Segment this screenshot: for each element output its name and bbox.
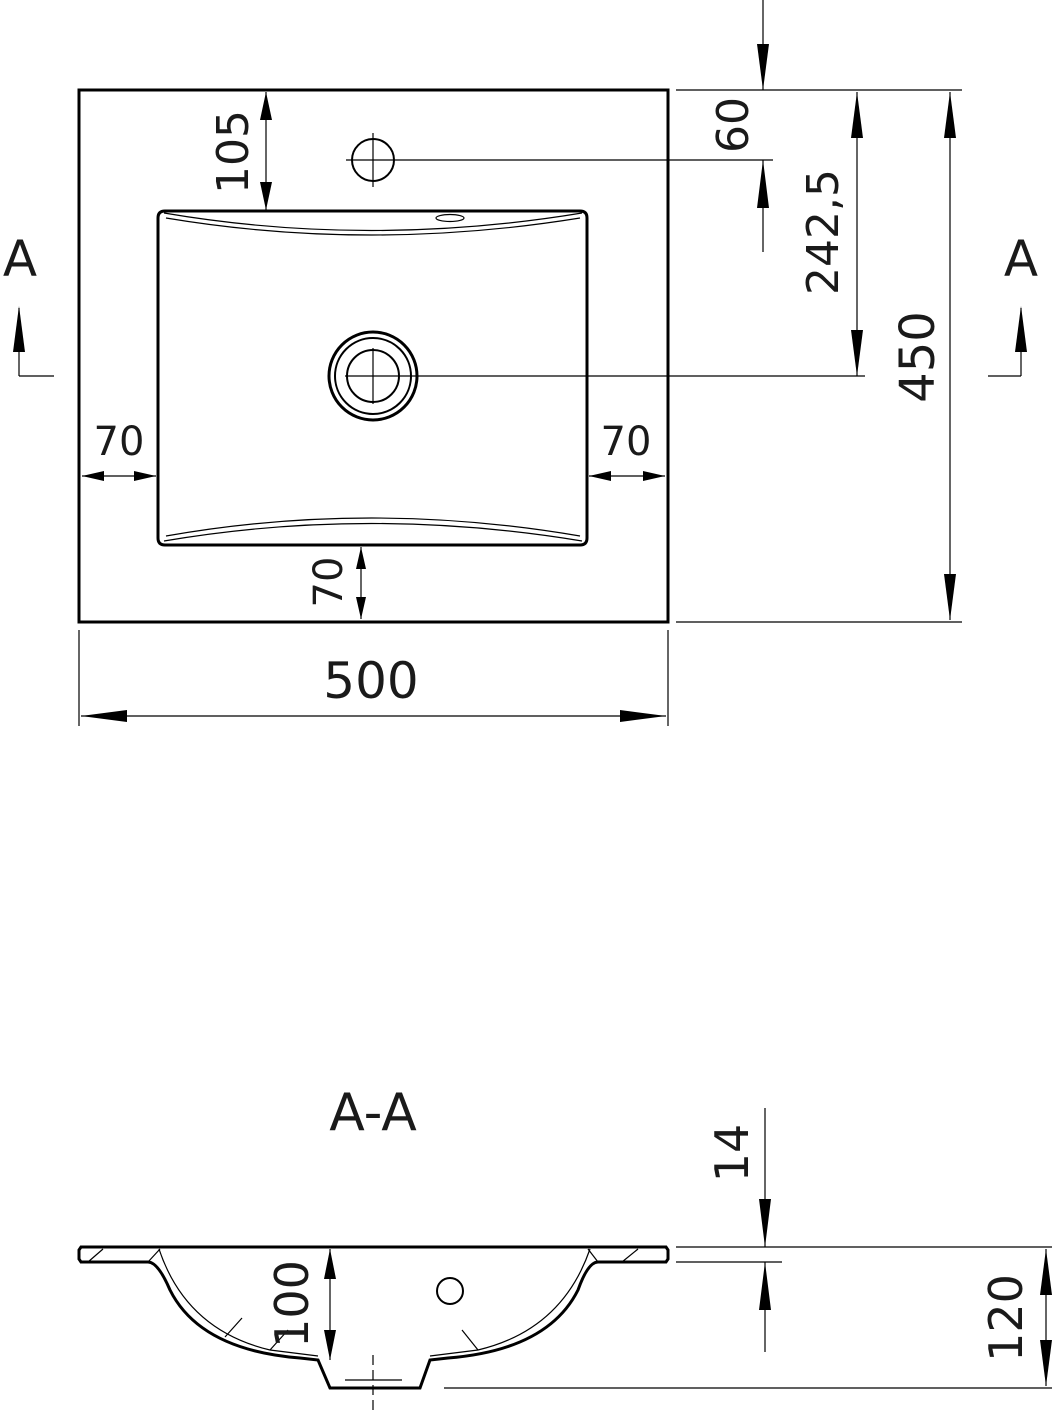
basin-outline: [77, 88, 670, 624]
dim-overall-depth-label: 450: [890, 311, 946, 403]
dim-left-rim: 70: [82, 419, 156, 481]
dim-right-rim: 70: [589, 419, 665, 481]
dim-front-rim: 70: [306, 547, 366, 619]
dim-overall-width: 500: [78, 630, 669, 726]
section-view: A-A 100: [77, 1083, 1052, 1412]
dim-overall-depth: 450: [676, 92, 962, 623]
dim-tap-offset: 60: [676, 0, 962, 252]
section-marker-right-label: A: [1004, 230, 1038, 288]
dim-rim-thickness: 14: [676, 1108, 1052, 1352]
section-marker-right: A: [988, 230, 1038, 377]
drain-hole: [327, 330, 865, 422]
dim-drain-offset-label: 242,5: [798, 169, 849, 295]
dim-left-rim-label: 70: [94, 419, 145, 465]
dim-rim-thickness-label: 14: [705, 1124, 759, 1183]
dim-overall-height-label: 120: [979, 1274, 1033, 1362]
dim-overall-height: 120: [444, 1249, 1052, 1389]
section-profile: [77, 1245, 670, 1412]
tap-hole: [346, 133, 773, 187]
plan-view: 105 60 242,5 450: [3, 0, 1038, 726]
bowl-outline: [156, 209, 589, 547]
section-marker-left: A: [3, 230, 54, 377]
dim-front-rim-label: 70: [306, 557, 352, 608]
dim-right-rim-label: 70: [601, 419, 652, 465]
section-marker-left-label: A: [3, 230, 37, 288]
dim-top-margin: 105: [208, 92, 272, 210]
dim-top-margin-label: 105: [208, 110, 259, 194]
dim-drain-offset: 242,5: [798, 92, 863, 376]
dim-bowl-depth-label: 100: [265, 1260, 319, 1348]
dim-bowl-depth: 100: [265, 1249, 336, 1360]
dim-tap-offset-label: 60: [708, 97, 759, 153]
section-title: A-A: [329, 1083, 417, 1143]
dim-overall-width-label: 500: [323, 652, 418, 710]
